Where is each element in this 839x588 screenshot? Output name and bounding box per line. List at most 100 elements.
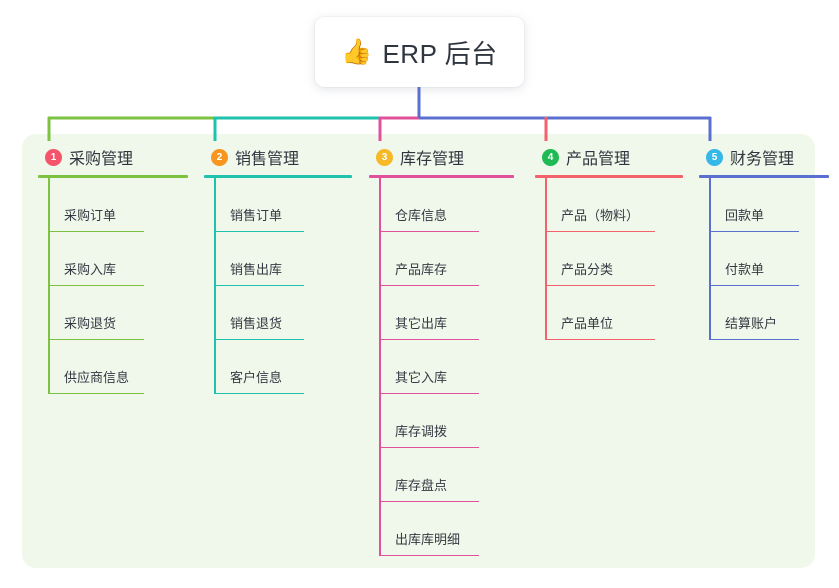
branch-item[interactable]: 其它入库	[369, 340, 514, 394]
branch-item-label: 客户信息	[230, 370, 283, 385]
branch-item-label: 付款单	[725, 262, 765, 277]
branch-item-rule	[545, 230, 655, 232]
branch-header-3[interactable]: 3 库存管理	[369, 145, 514, 169]
branch-title: 产品管理	[566, 151, 631, 168]
branch-column-1: 1 采购管理采购订单采购入库采购退货供应商信息	[38, 145, 188, 394]
branch-title: 财务管理	[730, 151, 795, 168]
branch-header-rule	[369, 175, 514, 178]
branch-item-rule	[379, 500, 479, 502]
branch-item-rule	[545, 284, 655, 286]
branch-item[interactable]: 仓库信息	[369, 178, 514, 232]
branch-item-rule	[709, 284, 799, 286]
branch-item[interactable]: 客户信息	[204, 340, 352, 394]
branch-item[interactable]: 回款单	[699, 178, 829, 232]
branch-header-4[interactable]: 4 产品管理	[535, 145, 683, 169]
branch-number-badge: 2	[211, 148, 228, 166]
branch-item-label: 产品（物料）	[561, 208, 640, 223]
branch-item[interactable]: 产品（物料）	[535, 178, 683, 232]
branch-item[interactable]: 采购订单	[38, 178, 188, 232]
branch-item-rule	[379, 230, 479, 232]
branch-item[interactable]: 结算账户	[699, 286, 829, 340]
branch-item-rule	[379, 392, 479, 394]
branch-item-rule	[214, 392, 304, 394]
branch-spine	[545, 178, 547, 340]
branch-column-5: 5 财务管理回款单付款单结算账户	[699, 145, 829, 340]
branch-item-rule	[48, 392, 144, 394]
branch-item[interactable]: 供应商信息	[38, 340, 188, 394]
branch-column-4: 4 产品管理产品（物料） 产品分类产品单位	[535, 145, 683, 340]
branch-item-rule	[379, 446, 479, 448]
branch-item-label: 产品单位	[561, 316, 614, 331]
branch-item-label: 其它入库	[395, 370, 448, 385]
branch-item[interactable]: 采购入库	[38, 232, 188, 286]
branch-header-rule	[535, 175, 683, 178]
thumbs-up-icon: 👍	[341, 37, 373, 66]
branch-column-2: 2 销售管理销售订单销售出库销售退货客户信息	[204, 145, 352, 394]
branch-item[interactable]: 产品库存	[369, 232, 514, 286]
branch-item-label: 销售订单	[230, 208, 283, 223]
branch-item-label: 出库库明细	[395, 532, 461, 547]
branch-item-list: 产品（物料） 产品分类产品单位	[535, 178, 683, 340]
branch-item[interactable]: 销售退货	[204, 286, 352, 340]
branch-item-list: 回款单付款单结算账户	[699, 178, 829, 340]
branch-item-label: 采购退货	[64, 316, 117, 331]
branch-item[interactable]: 产品分类	[535, 232, 683, 286]
branch-item[interactable]: 采购退货	[38, 286, 188, 340]
branch-header-rule	[38, 175, 188, 178]
branch-item-label: 采购订单	[64, 208, 117, 223]
branch-item-label: 回款单	[725, 208, 765, 223]
branch-title: 销售管理	[235, 151, 300, 168]
root-node[interactable]: 👍 ERP 后台	[315, 17, 524, 87]
branch-item-list: 采购订单采购入库采购退货供应商信息	[38, 178, 188, 394]
branch-spine	[379, 178, 381, 556]
branch-item[interactable]: 出库库明细	[369, 502, 514, 556]
branch-number-badge: 3	[376, 148, 393, 166]
branch-item-label: 采购入库	[64, 262, 117, 277]
branch-number-badge: 4	[542, 148, 559, 166]
branch-item-rule	[48, 338, 144, 340]
branch-header-5[interactable]: 5 财务管理	[699, 145, 829, 169]
branch-item-label: 库存盘点	[395, 478, 448, 493]
branch-number-badge: 5	[706, 148, 723, 166]
branch-column-3: 3 库存管理仓库信息产品库存其它出库其它入库库存调拨库存盘点出库库明细	[369, 145, 514, 556]
branch-item-rule	[48, 284, 144, 286]
branch-item[interactable]: 付款单	[699, 232, 829, 286]
branch-item-rule	[214, 284, 304, 286]
branch-item-label: 产品分类	[561, 262, 614, 277]
branch-header-rule	[204, 175, 352, 178]
branch-item-label: 销售退货	[230, 316, 283, 331]
branch-item-label: 销售出库	[230, 262, 283, 277]
branch-item[interactable]: 销售出库	[204, 232, 352, 286]
branch-item-rule	[379, 284, 479, 286]
branch-header-2[interactable]: 2 销售管理	[204, 145, 352, 169]
root-node-label: ERP 后台	[382, 38, 498, 69]
branch-item-rule	[48, 230, 144, 232]
branch-number-badge: 1	[45, 148, 62, 166]
branch-item-rule	[379, 554, 479, 556]
branch-item-rule	[709, 338, 799, 340]
branch-spine	[214, 178, 216, 394]
branch-item-rule	[379, 338, 479, 340]
branch-item-label: 其它出库	[395, 316, 448, 331]
branch-item[interactable]: 库存调拨	[369, 394, 514, 448]
branch-item-label: 供应商信息	[64, 370, 130, 385]
branch-item-rule	[214, 338, 304, 340]
branch-item-rule	[709, 230, 799, 232]
branch-spine	[48, 178, 50, 394]
branch-item[interactable]: 销售订单	[204, 178, 352, 232]
branch-item-label: 产品库存	[395, 262, 448, 277]
branch-item-label: 仓库信息	[395, 208, 448, 223]
branch-spine	[709, 178, 711, 340]
branch-item-rule	[545, 338, 655, 340]
branch-item[interactable]: 其它出库	[369, 286, 514, 340]
branch-title: 采购管理	[69, 151, 134, 168]
branch-item-label: 库存调拨	[395, 424, 448, 439]
branch-header-rule	[699, 175, 829, 178]
branch-item[interactable]: 产品单位	[535, 286, 683, 340]
branch-item-label: 结算账户	[725, 316, 778, 331]
branch-item[interactable]: 库存盘点	[369, 448, 514, 502]
branch-item-list: 销售订单销售出库销售退货客户信息	[204, 178, 352, 394]
branch-header-1[interactable]: 1 采购管理	[38, 145, 188, 169]
branch-title: 库存管理	[400, 151, 465, 168]
